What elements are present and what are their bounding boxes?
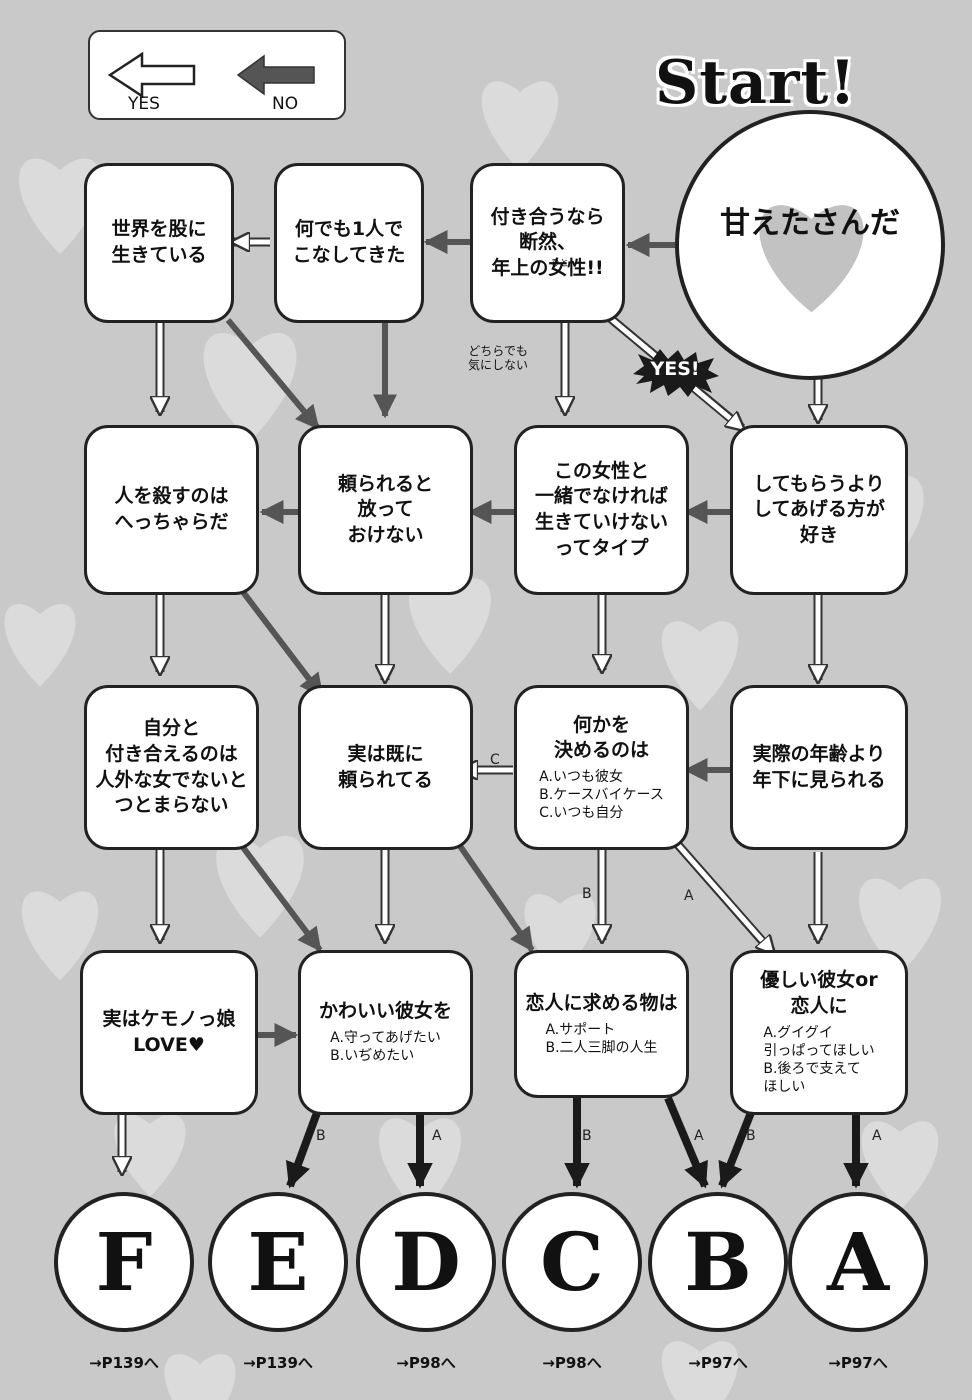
question-kemono: 実はケモノっ娘 LOVE♥ bbox=[80, 950, 258, 1115]
result-letter: C bbox=[540, 1215, 604, 1309]
question-younger-looking: 実際の年齢より 年下に見られる bbox=[730, 685, 908, 850]
arrow-label-b: B bbox=[746, 1128, 756, 1144]
result-page-ref: →P97へ bbox=[688, 1354, 748, 1372]
legend-arrows bbox=[107, 51, 315, 99]
question-text: 何かを 決めるのは bbox=[553, 713, 649, 762]
question-text: 人を殺すのは へっちゃらだ bbox=[114, 485, 229, 533]
result-d-circle: D bbox=[356, 1192, 496, 1332]
question-older-woman: 付き合うなら 断然、 年上の女性!! ひと bbox=[470, 163, 625, 323]
result-page-ref: →P97へ bbox=[828, 1354, 888, 1372]
question-killing: 人を殺すのは へっちゃらだ bbox=[84, 425, 259, 595]
question-text: 実は既に 頼られてる bbox=[338, 742, 433, 791]
question-seek-in-lover: 恋人に求める物は A.サポート B.二人三脚の人生 bbox=[514, 950, 689, 1098]
start-title: Start! bbox=[655, 48, 857, 118]
question-text: この女性と 一緒でなければ 生きていけない ってタイプ bbox=[534, 459, 668, 559]
question-options: A.いつも彼女 B.ケースバイケース C.いつも自分 bbox=[539, 768, 664, 822]
either-note: どちらでも 気にしない bbox=[468, 344, 529, 373]
question-text: 世界を股に 生きている bbox=[111, 218, 207, 266]
question-gentle-girlfriend: 優しい彼女or 恋人に A.グイグイ 引っぱってほしい B.後ろで支えて ほしい bbox=[730, 950, 908, 1115]
no-arrow-icon bbox=[236, 54, 315, 96]
arrow-label-a: A bbox=[872, 1128, 882, 1144]
result-c-circle: C bbox=[502, 1192, 642, 1332]
question-relied-upon: 頼られると 放って おけない bbox=[298, 425, 473, 595]
yes-arrow-icon bbox=[107, 51, 196, 99]
question-who-decides: 何かを 決めるのは A.いつも彼女 B.ケースバイケース C.いつも自分 bbox=[514, 685, 689, 850]
question-text: 頼られると 放って おけない bbox=[337, 472, 433, 546]
result-letter: A bbox=[826, 1215, 890, 1309]
legend-no-label: NO bbox=[272, 94, 299, 114]
question-cute-girlfriend: かわいい彼女を A.守ってあげたい B.いぢめたい bbox=[298, 950, 473, 1115]
question-options: A.守ってあげたい B.いぢめたい bbox=[330, 1030, 441, 1065]
question-text: 実はケモノっ娘 LOVE♥ bbox=[102, 1007, 236, 1056]
question-giving: してもらうより してあげる方が 好き bbox=[730, 425, 908, 595]
result-f-circle: F bbox=[54, 1192, 194, 1332]
question-text: 優しい彼女or 恋人に bbox=[760, 969, 878, 1018]
result-e-circle: E bbox=[208, 1192, 348, 1332]
result-b-circle: B bbox=[648, 1192, 788, 1332]
question-text: 恋人に求める物は bbox=[525, 991, 678, 1014]
start-circle bbox=[675, 110, 945, 380]
question-text: してもらうより してあげる方が 好き bbox=[753, 472, 885, 546]
question-text: 実際の年齢より 年下に見られる bbox=[752, 742, 886, 791]
question-text: 付き合うなら 断然、 年上の女性!! bbox=[490, 205, 605, 279]
arrow-label-a: A bbox=[684, 888, 694, 904]
arrow-label-a: A bbox=[432, 1128, 442, 1144]
arrow-label-b: B bbox=[582, 1128, 592, 1144]
question-options: A.サポート B.二人三脚の人生 bbox=[545, 1021, 658, 1056]
ruby-text: ひと bbox=[551, 259, 569, 269]
result-a-circle: A bbox=[788, 1192, 928, 1332]
result-page-ref: →P98へ bbox=[542, 1354, 602, 1372]
result-letter: B bbox=[684, 1215, 752, 1309]
question-alone: 何でも1人で こなしてきた bbox=[274, 163, 424, 323]
heart-icon bbox=[759, 205, 864, 313]
yes-burst-badge bbox=[633, 349, 719, 397]
question-text: 自分と 付き合えるのは 人外な女でないと つとまらない bbox=[95, 717, 248, 817]
legend-yes-label: YES bbox=[128, 94, 160, 114]
arrow-label-b: B bbox=[582, 886, 592, 902]
yes-badge-text: YES! bbox=[650, 358, 700, 380]
result-page-ref: →P139へ bbox=[89, 1354, 159, 1372]
result-letter: F bbox=[95, 1215, 153, 1309]
question-nonhuman: 自分と 付き合えるのは 人外な女でないと つとまらない bbox=[84, 685, 259, 850]
result-letter: E bbox=[247, 1215, 309, 1309]
arrow-label-b: B bbox=[316, 1128, 326, 1144]
question-cannot-live: この女性と 一緒でなければ 生きていけない ってタイプ bbox=[514, 425, 689, 595]
result-page-ref: →P98へ bbox=[396, 1354, 456, 1372]
question-text: 何でも1人で こなしてきた bbox=[292, 218, 406, 266]
result-letter: D bbox=[391, 1215, 461, 1309]
question-options: A.グイグイ 引っぱってほしい B.後ろで支えて ほしい bbox=[763, 1024, 875, 1096]
arrow-label-c: C bbox=[490, 752, 500, 768]
question-text: かわいい彼女を bbox=[318, 1000, 452, 1023]
question-world: 世界を股に 生きている bbox=[84, 163, 234, 323]
question-already-relied: 実は既に 頼られてる bbox=[298, 685, 473, 850]
arrow-label-a: A bbox=[694, 1128, 704, 1144]
result-page-ref: →P139へ bbox=[243, 1354, 313, 1372]
start-question: 甘えたさんだ bbox=[720, 206, 900, 241]
legend-box: YES NO bbox=[88, 30, 346, 120]
